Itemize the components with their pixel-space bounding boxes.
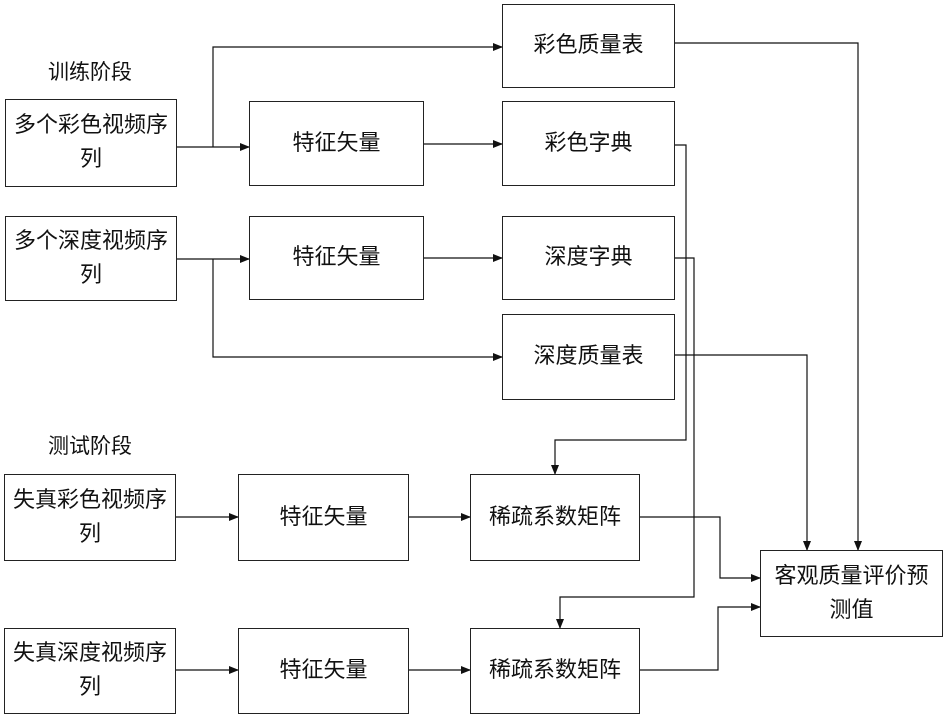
feature-vector-color-test-box: 特征矢量 xyxy=(238,474,409,561)
multi-color-video-label: 多个彩色视频序列 xyxy=(10,109,172,177)
sparse-matrix-depth-box: 稀疏系数矩阵 xyxy=(470,628,640,714)
objective-quality-prediction-label: 客观质量评价预测值 xyxy=(765,560,938,628)
feature-vector-label: 特征矢量 xyxy=(292,127,380,161)
feature-vector-depth-test-box: 特征矢量 xyxy=(238,628,409,714)
feature-vector-color-train-box: 特征矢量 xyxy=(249,101,424,186)
arrow-color-table-to-final xyxy=(675,43,858,550)
objective-quality-prediction-box: 客观质量评价预测值 xyxy=(760,550,943,637)
depth-dictionary-label: 深度字典 xyxy=(544,241,632,275)
sparse-matrix-label: 稀疏系数矩阵 xyxy=(489,501,621,535)
distorted-color-video-label: 失真彩色视频序列 xyxy=(9,484,171,552)
distorted-depth-video-box: 失真深度视频序列 xyxy=(4,628,176,714)
arrow-sparse-depth-to-final xyxy=(640,607,760,670)
distorted-depth-video-label: 失真深度视频序列 xyxy=(9,637,171,705)
feature-vector-depth-train-box: 特征矢量 xyxy=(249,216,424,300)
arrow-depth-table-to-final xyxy=(675,355,807,550)
color-dictionary-label: 彩色字典 xyxy=(544,127,632,161)
depth-quality-table-label: 深度质量表 xyxy=(533,340,643,374)
color-dictionary-box: 彩色字典 xyxy=(502,101,675,186)
color-quality-table-label: 彩色质量表 xyxy=(533,29,643,63)
training-stage-label: 训练阶段 xyxy=(48,56,132,86)
multi-depth-video-box: 多个深度视频序列 xyxy=(5,216,177,301)
color-quality-table-box: 彩色质量表 xyxy=(502,4,675,88)
testing-stage-label: 测试阶段 xyxy=(48,430,132,460)
multi-color-video-box: 多个彩色视频序列 xyxy=(5,99,177,187)
feature-vector-label: 特征矢量 xyxy=(279,654,367,688)
feature-vector-label: 特征矢量 xyxy=(279,501,367,535)
sparse-matrix-color-box: 稀疏系数矩阵 xyxy=(470,474,640,561)
arrow-sparse-color-to-final xyxy=(640,517,760,578)
feature-vector-label: 特征矢量 xyxy=(292,241,380,275)
sparse-matrix-label: 稀疏系数矩阵 xyxy=(489,654,621,688)
multi-depth-video-label: 多个深度视频序列 xyxy=(10,225,172,293)
arrow-color-dict-to-sparse xyxy=(555,145,686,474)
depth-dictionary-box: 深度字典 xyxy=(502,216,675,300)
distorted-color-video-box: 失真彩色视频序列 xyxy=(4,474,176,561)
depth-quality-table-box: 深度质量表 xyxy=(502,314,675,400)
